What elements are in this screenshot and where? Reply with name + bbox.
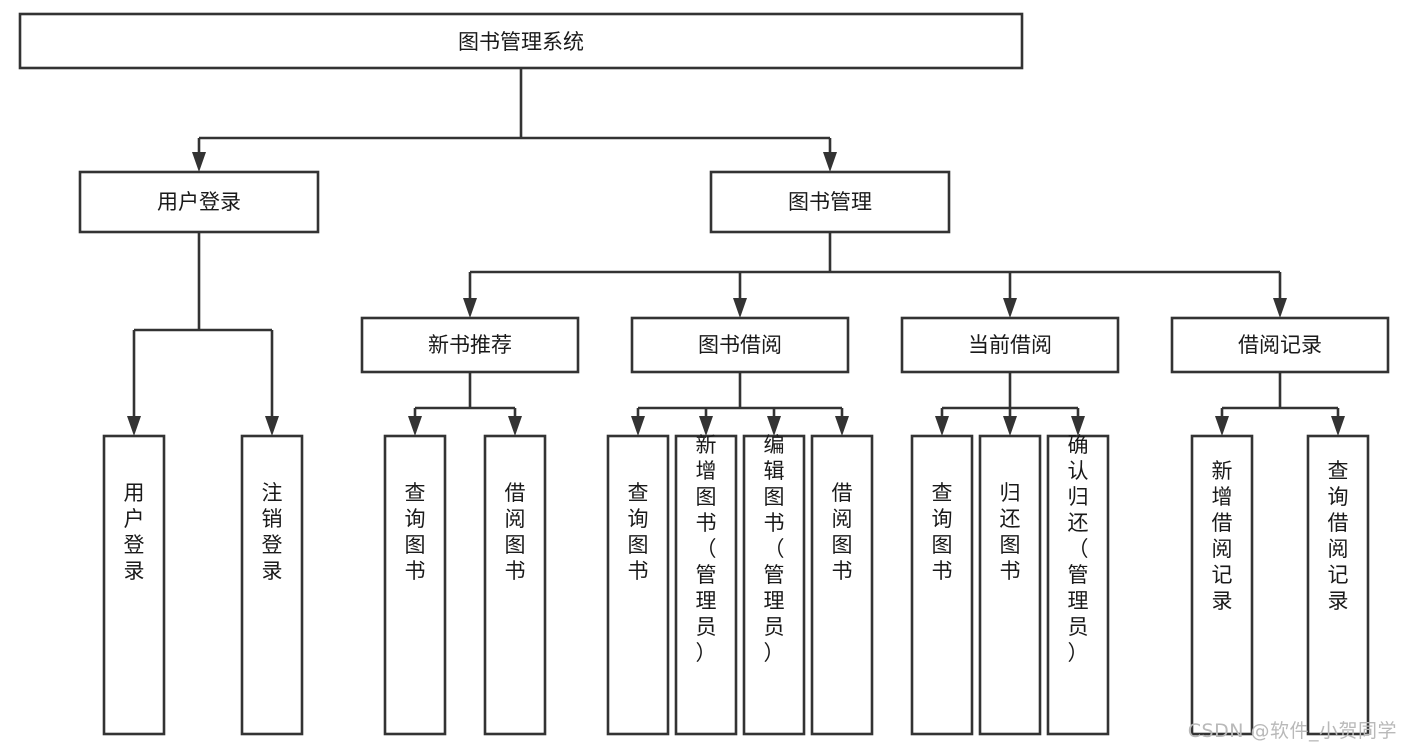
leaf-book-borrow-edit[interactable]: 编辑图书（管理员） (742, 433, 806, 736)
leaf-current-borrow-return[interactable]: 归还图书 (978, 434, 1042, 736)
leaf-book-borrow-borrow[interactable]: 借阅图书 (810, 434, 874, 736)
leaf-book-borrow-edit-label: 编辑图书（管理员） (764, 433, 785, 665)
leaf-user-login-login[interactable]: 用户登录 (102, 434, 166, 736)
leaf-user-login-login-label: 用户登录 (124, 481, 145, 583)
leaf-book-borrow-borrow-label: 借阅图书 (832, 481, 853, 583)
leaf-current-borrow-confirm-box[interactable] (1046, 434, 1110, 736)
leaf-user-login-logout-box[interactable] (240, 434, 304, 736)
node-root[interactable]: 图书管理系统 (18, 12, 1024, 70)
arrow-leaf-br2 (1331, 416, 1345, 436)
leaf-new-book-query-box[interactable] (383, 434, 447, 736)
arrow-leaf-nb2 (508, 416, 522, 436)
arrow-to-current-borrow (1003, 298, 1017, 318)
leaf-user-login-logout-label: 注销登录 (262, 481, 283, 583)
node-root-label: 图书管理系统 (458, 30, 584, 54)
leaf-book-borrow-query-box[interactable] (606, 434, 670, 736)
node-borrow-record[interactable]: 借阅记录 (1170, 316, 1390, 374)
arrow-leaf-bb1 (631, 416, 645, 436)
leaf-book-borrow-query-label: 查询图书 (628, 481, 649, 583)
leaf-new-book-query-label: 查询图书 (405, 481, 426, 583)
leaf-current-borrow-confirm-label: 确认归还（管理员） (1068, 433, 1089, 665)
leaf-current-borrow-return-box[interactable] (978, 434, 1042, 736)
arrow-to-user-login (192, 152, 206, 172)
node-book-borrow-label: 图书借阅 (698, 333, 782, 357)
node-new-book-recommend[interactable]: 新书推荐 (360, 316, 580, 374)
arrow-leaf-br1 (1215, 416, 1229, 436)
leaf-user-login-logout[interactable]: 注销登录 (240, 434, 304, 736)
node-current-borrow-label: 当前借阅 (968, 333, 1052, 357)
leaf-book-borrow-borrow-box[interactable] (810, 434, 874, 736)
node-new-book-recommend-label: 新书推荐 (428, 333, 512, 357)
leaf-book-borrow-query[interactable]: 查询图书 (606, 434, 670, 736)
arrow-leaf-bb2 (699, 416, 713, 436)
arrow-to-book-borrow (733, 298, 747, 318)
arrow-leaf-cb3 (1071, 416, 1085, 436)
leaf-borrow-record-query-box[interactable] (1306, 434, 1370, 736)
leaf-book-borrow-add-label: 新增图书（管理员） (696, 433, 717, 665)
node-borrow-record-box[interactable] (1170, 316, 1390, 374)
leaf-new-book-query[interactable]: 查询图书 (383, 434, 447, 736)
leaf-new-book-borrow-box[interactable] (483, 434, 547, 736)
arrow-leaf-user-login (127, 416, 141, 436)
leaf-book-borrow-add-box[interactable] (674, 434, 738, 736)
node-book-management-label: 图书管理 (788, 190, 872, 214)
leaf-user-login-login-box[interactable] (102, 434, 166, 736)
leaf-new-book-borrow[interactable]: 借阅图书 (483, 434, 547, 736)
leaf-borrow-record-add[interactable]: 新增借阅记录 (1190, 434, 1254, 736)
leaf-borrow-record-query[interactable]: 查询借阅记录 (1306, 434, 1370, 736)
leaf-borrow-record-query-label: 查询借阅记录 (1328, 459, 1349, 613)
connector-lines (127, 68, 1345, 436)
node-user-login-label: 用户登录 (157, 190, 241, 214)
leaf-borrow-record-add-label: 新增借阅记录 (1212, 459, 1233, 613)
node-user-login[interactable]: 用户登录 (78, 170, 320, 234)
leaf-book-borrow-add[interactable]: 新增图书（管理员） (674, 433, 738, 736)
arrow-leaf-bb3 (767, 416, 781, 436)
node-new-book-recommend-box[interactable] (360, 316, 580, 374)
leaf-borrow-record-add-box[interactable] (1190, 434, 1254, 736)
arrow-leaf-bb4 (835, 416, 849, 436)
leaf-book-borrow-edit-box[interactable] (742, 434, 806, 736)
node-root-box[interactable] (18, 12, 1024, 70)
leaf-current-borrow-return-label: 归还图书 (1000, 481, 1021, 583)
node-book-borrow-box[interactable] (630, 316, 850, 374)
leaf-current-borrow-query[interactable]: 查询图书 (910, 434, 974, 736)
arrow-leaf-logout (265, 416, 279, 436)
node-borrow-record-label: 借阅记录 (1238, 333, 1322, 357)
arrow-to-book-manage (823, 152, 837, 172)
node-current-borrow[interactable]: 当前借阅 (900, 316, 1120, 374)
node-current-borrow-box[interactable] (900, 316, 1120, 374)
node-book-management[interactable]: 图书管理 (709, 170, 951, 234)
leaf-current-borrow-query-label: 查询图书 (932, 481, 953, 583)
node-user-login-box[interactable] (78, 170, 320, 234)
node-book-borrow[interactable]: 图书借阅 (630, 316, 850, 374)
arrow-leaf-cb1 (935, 416, 949, 436)
arrow-leaf-nb1 (408, 416, 422, 436)
leaf-current-borrow-query-box[interactable] (910, 434, 974, 736)
arrow-to-borrow-record (1273, 298, 1287, 318)
arrow-to-new-book (463, 298, 477, 318)
leaf-current-borrow-confirm[interactable]: 确认归还（管理员） (1046, 433, 1110, 736)
leaf-new-book-borrow-label: 借阅图书 (505, 481, 526, 583)
arrow-leaf-cb2 (1003, 416, 1017, 436)
node-book-management-box[interactable] (709, 170, 951, 234)
